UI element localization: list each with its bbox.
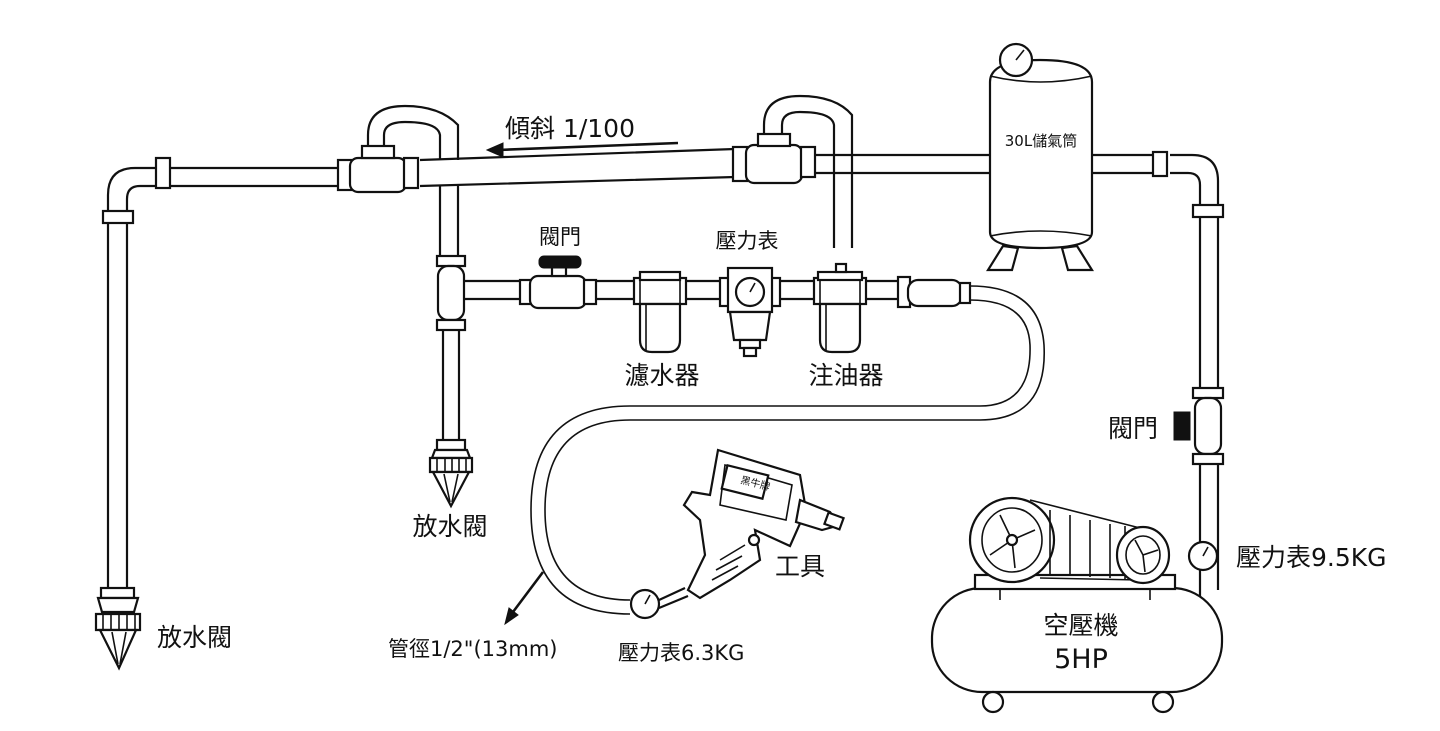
compressor-name: 空壓機 — [1043, 611, 1118, 640]
tee-fitting-1 — [336, 104, 460, 194]
mid-drain-valve — [428, 448, 474, 509]
gauge-tool-label: 壓力表6.3KG — [618, 641, 744, 665]
quick-coupler — [896, 275, 972, 309]
hose-size-arrow — [504, 571, 545, 626]
regulator-gauge — [718, 266, 782, 358]
slope-label: 傾斜 1/100 — [505, 114, 635, 143]
air-tank — [986, 42, 1094, 272]
hose-gauge — [629, 587, 689, 620]
water-filter-label: 濾水器 — [624, 361, 699, 390]
drain-left-label: 放水閥 — [157, 623, 232, 652]
compressor-power: 5HP — [1054, 644, 1108, 675]
water-filter — [632, 270, 688, 354]
left-drain-valve — [94, 596, 142, 671]
air-hose — [530, 285, 1045, 615]
gauge-right-label: 壓力表9.5KG — [1236, 543, 1387, 572]
tool-label: 工具 — [775, 552, 825, 581]
impact-wrench-tool — [682, 448, 845, 600]
tank-label: 30L儲氣筒 — [1005, 132, 1077, 150]
gauge-top-label: 壓力表 — [716, 229, 779, 253]
drain-mid-label: 放水閥 — [412, 512, 487, 541]
air-compressor — [930, 496, 1224, 714]
slope-annotation: 傾斜 1/100 — [485, 114, 679, 158]
main-header-pipe — [101, 147, 1220, 225]
right-drop-pipe — [1173, 203, 1225, 610]
hose-size-label: 管徑1/2"(13mm) — [388, 637, 557, 661]
mid-drop-pipe — [435, 186, 467, 452]
lubricator-label: 注油器 — [808, 361, 883, 390]
valve-right-label: 閥門 — [1108, 414, 1158, 443]
valve-top-label: 閥門 — [539, 225, 581, 249]
tee-fitting-2 — [731, 94, 854, 248]
left-drop-pipe — [99, 223, 136, 600]
lubricator — [812, 262, 868, 354]
